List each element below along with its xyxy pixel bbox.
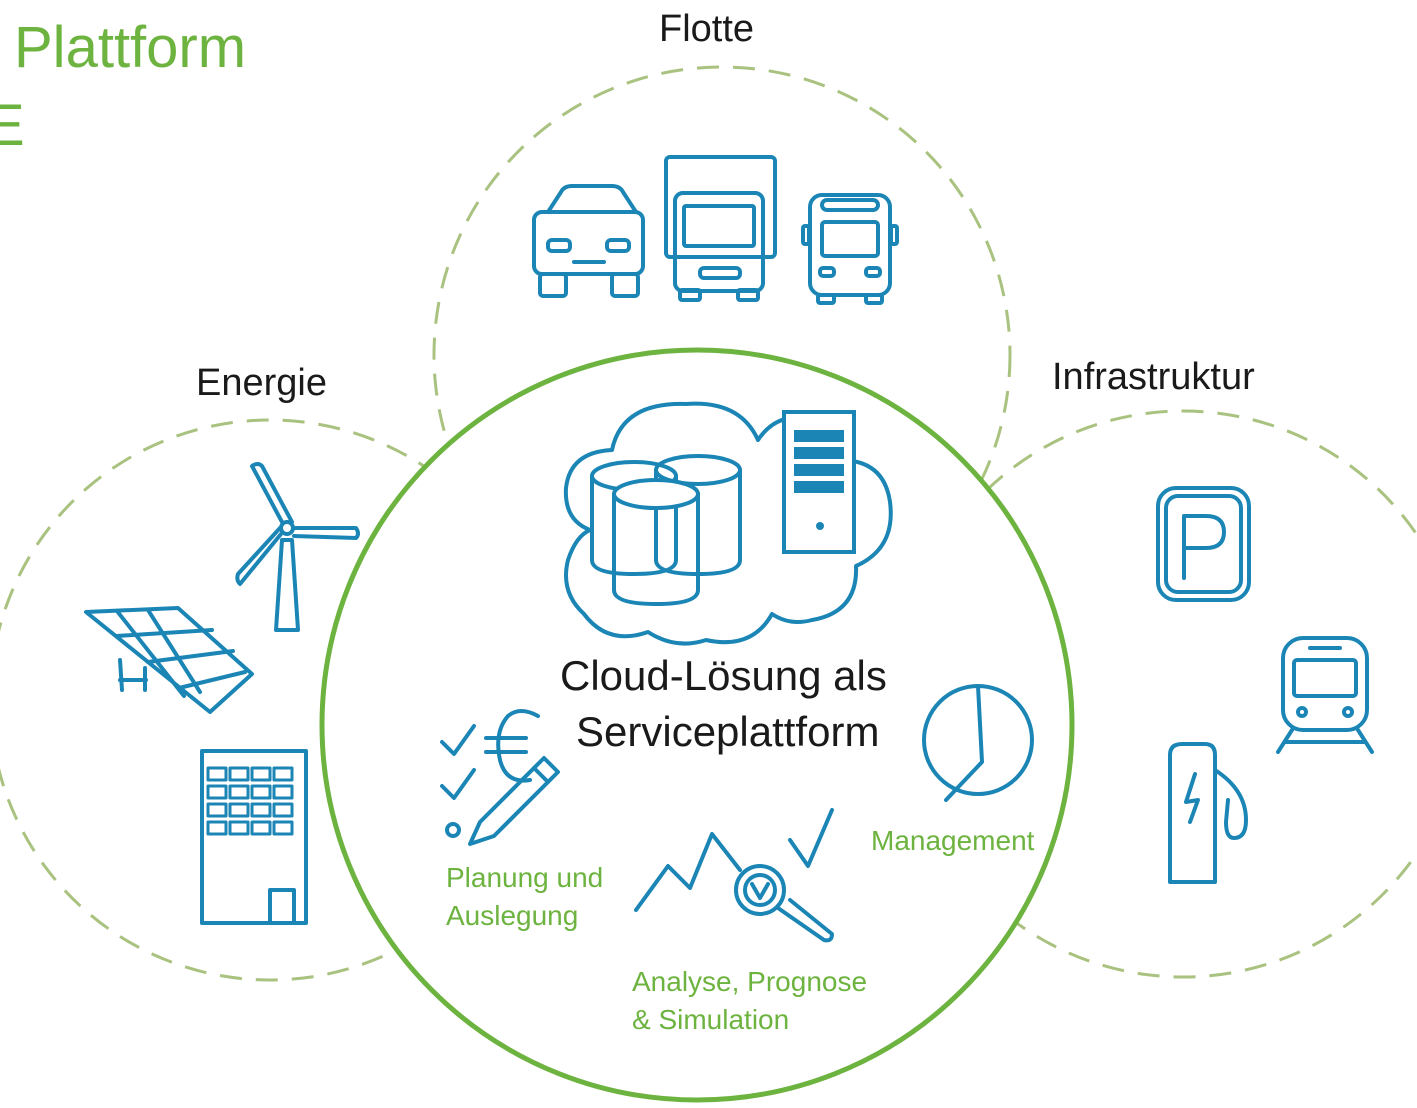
ev-charger-icon <box>1168 742 1248 884</box>
service-analysis-line2: & Simulation <box>632 1004 790 1035</box>
car-icon <box>532 184 645 298</box>
label-infrastruktur: Infrastruktur <box>1052 356 1255 398</box>
page-title: Plattform <box>14 15 247 80</box>
parking-icon <box>1156 486 1251 602</box>
server-icon <box>782 410 856 554</box>
building-icon <box>200 749 308 925</box>
bus-icon <box>801 193 899 305</box>
truck-icon <box>664 155 777 302</box>
cloud-icon <box>563 401 893 646</box>
page-title-fragment: E <box>0 93 25 158</box>
label-energie: Energie <box>196 362 327 404</box>
circle-infrastruktur <box>898 409 1417 979</box>
solar-panel-icon <box>84 606 254 714</box>
service-planning-line2: Auslegung <box>446 900 579 931</box>
center-title-line2: Serviceplattform <box>576 708 880 755</box>
train-icon <box>1276 636 1374 754</box>
service-planning-line1: Planung und <box>446 862 604 893</box>
pie-chart-icon <box>922 684 1034 802</box>
database-icon <box>590 454 742 606</box>
service-management: Management <box>871 825 1035 856</box>
center-title-line1: Cloud-Lösung als <box>560 652 887 699</box>
wind-turbine-icon <box>235 462 360 632</box>
trend-magnifier-icon <box>634 808 834 943</box>
label-flotte: Flotte <box>659 8 755 50</box>
euro-checklist-icon <box>440 709 560 846</box>
service-analysis-line1: Analyse, Prognose <box>632 966 868 997</box>
